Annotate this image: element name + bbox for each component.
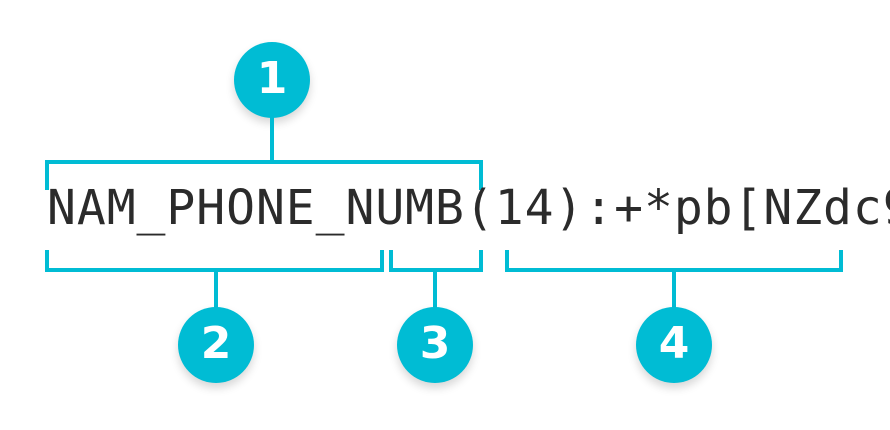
marker-4-label: 4 [658, 318, 690, 369]
marker-3-circle: 3 [397, 307, 473, 383]
marker-1-circle: 1 [234, 42, 310, 118]
marker-4-stem [672, 270, 676, 310]
bracket-field-header [45, 160, 483, 190]
code-string: NAM_PHONE_NUMB(14):+*pb[NZdc95tLB [47, 180, 890, 236]
marker-1-label: 1 [256, 53, 288, 104]
marker-3-stem [433, 270, 437, 310]
marker-2-label: 2 [200, 318, 232, 369]
marker-1-stem [270, 117, 274, 162]
marker-2-circle: 2 [178, 307, 254, 383]
bracket-field-value [505, 250, 843, 272]
marker-3-label: 3 [419, 318, 451, 369]
marker-2-stem [214, 270, 218, 310]
marker-4-circle: 4 [636, 307, 712, 383]
bracket-field-length [389, 250, 483, 272]
bracket-field-name [45, 250, 384, 272]
